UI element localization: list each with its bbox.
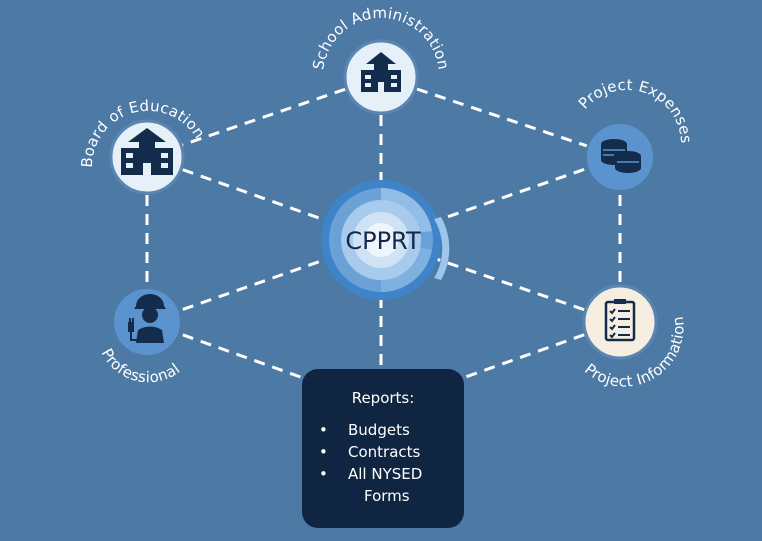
report-item-all-nysed: All NYSED (302, 463, 464, 485)
line-projinfo-reports (445, 320, 621, 386)
checklist-icon (604, 299, 636, 342)
reports-list: Budgets Contracts All NYSED Forms (302, 419, 464, 507)
node-professional: Professional (98, 287, 183, 386)
line-professional-reports (146, 320, 321, 386)
line-board-center (146, 155, 382, 242)
cpprt-center-node: CPPRT (321, 180, 450, 300)
reports-box: Reports: Budgets Contracts All NYSED For… (302, 369, 464, 528)
node-board-of-education: Board of Education (78, 97, 208, 195)
node-project-information: Project Information (581, 284, 687, 391)
line-professional-center (146, 238, 382, 324)
cpprt-label: CPPRT (345, 227, 421, 255)
school-building-icon (361, 52, 401, 92)
report-item-contracts: Contracts (302, 441, 464, 463)
node-school-administration: School Administration (309, 4, 452, 115)
school-building-icon (121, 128, 173, 175)
worker-hardhat-icon (128, 294, 166, 343)
report-item-budgets: Budgets (302, 419, 464, 441)
node-project-expenses: Project Expenses (575, 76, 695, 192)
coins-icon (601, 139, 641, 173)
reports-title: Reports: (351, 389, 415, 407)
line-admin-expenses (380, 75, 621, 159)
report-item-forms: Forms (364, 487, 410, 505)
line-admin-board (146, 75, 382, 159)
